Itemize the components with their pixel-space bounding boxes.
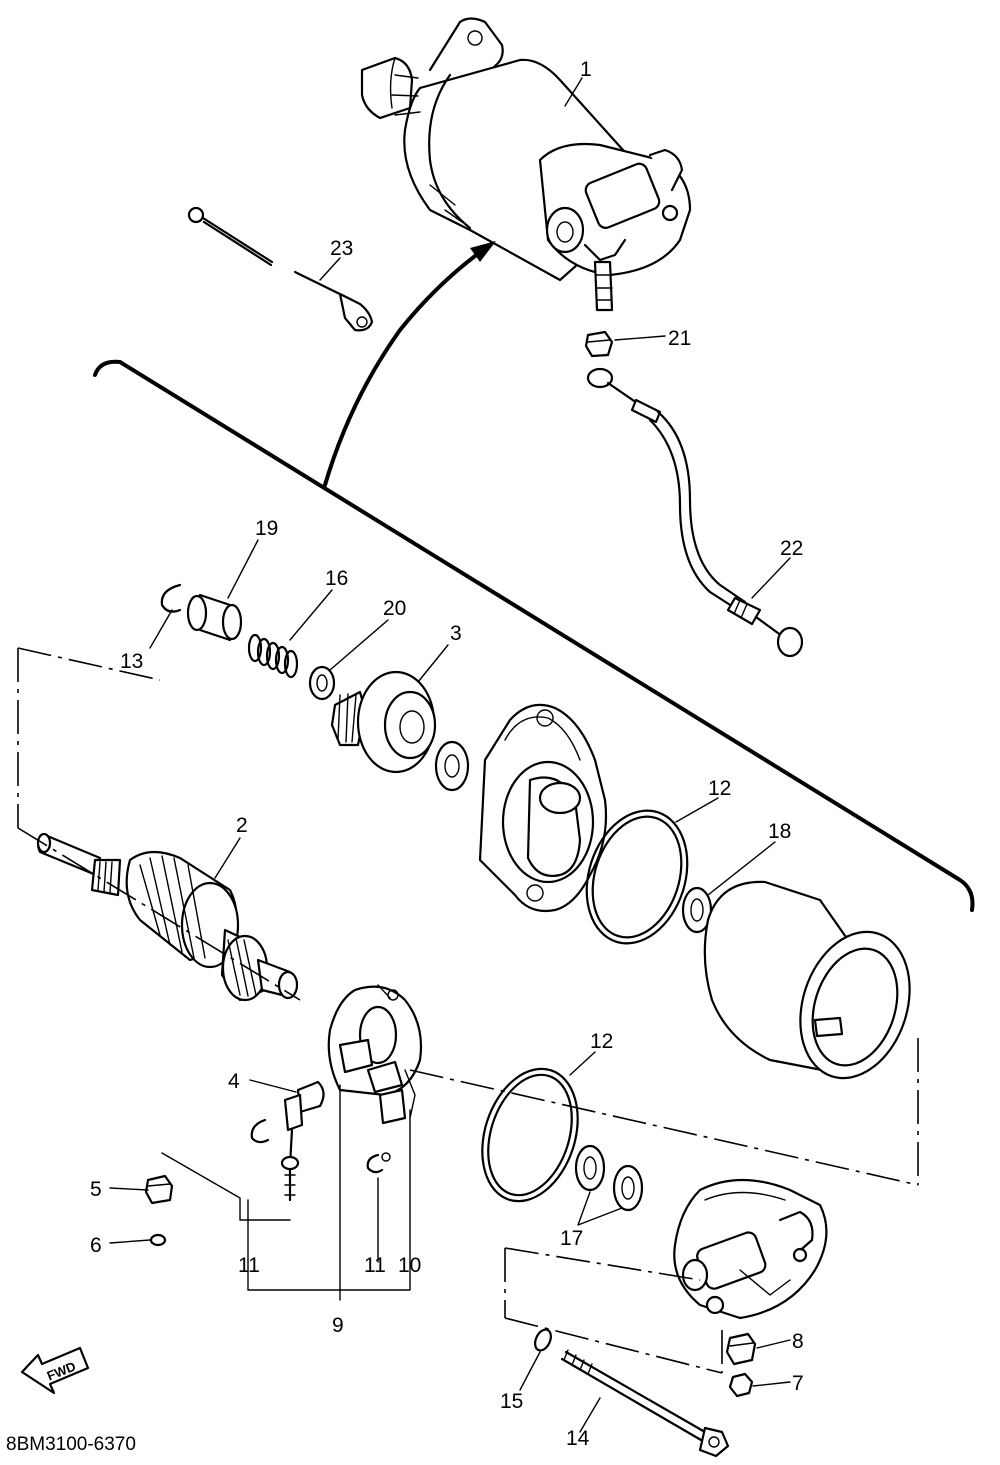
washer-part-20 (308, 665, 336, 701)
callout-21: 21 (668, 327, 691, 350)
callout-12-upper: 12 (708, 777, 731, 800)
nut-part-8 (725, 1332, 757, 1366)
o-ring-part-15 (534, 1328, 552, 1352)
callout-3: 3 (450, 622, 462, 645)
callout-9: 9 (332, 1314, 344, 1337)
callout-22: 22 (780, 537, 803, 560)
callout-13: 13 (120, 650, 143, 673)
collar-part-19 (186, 593, 243, 642)
callout-23: 23 (330, 237, 353, 260)
callout-5: 5 (90, 1178, 102, 1201)
callout-14: 14 (566, 1427, 590, 1450)
callout-12-lower: 12 (590, 1030, 613, 1053)
diagram-code: 8BM3100-6370 (6, 1434, 136, 1455)
callout-11-left: 11 (238, 1254, 260, 1277)
o-ring-part-12-lower (481, 1067, 579, 1203)
brush-holder-plate-part-9 (327, 984, 423, 1125)
callout-2: 2 (236, 814, 248, 837)
nut-part-21 (584, 330, 614, 358)
clip-part-11-right (366, 1152, 391, 1174)
washer-after-pinion (434, 740, 470, 792)
front-cover (478, 703, 608, 913)
assembly-bracket (93, 241, 975, 912)
yoke-housing (703, 880, 911, 1080)
circlip-part-13 (160, 583, 182, 613)
washer-part-6 (149, 1233, 167, 1247)
callout-8: 8 (792, 1330, 804, 1353)
o-ring-part-12-upper (585, 809, 689, 945)
pinion-gear-part-3 (330, 670, 437, 774)
callout-6: 6 (90, 1234, 102, 1257)
lead-wire-part-23 (187, 206, 374, 332)
callout-17: 17 (560, 1227, 583, 1250)
callout-20: 20 (383, 597, 406, 620)
callout-7: 7 (792, 1372, 804, 1395)
callout-labels: 1 23 21 22 19 16 20 3 13 12 18 2 4 5 6 1… (90, 58, 804, 1450)
callout-18: 18 (768, 820, 791, 843)
alignment-lines (17, 647, 919, 1374)
through-bolt-part-14 (560, 1349, 730, 1458)
callout-4: 4 (228, 1070, 240, 1093)
nut-part-5 (144, 1174, 174, 1205)
starter-motor-assembly (360, 17, 692, 312)
callout-15: 15 (500, 1390, 523, 1413)
callout-1: 1 (580, 58, 592, 81)
starter-cable-part-22 (586, 367, 804, 658)
clip-part-11-left (250, 1118, 270, 1144)
nut-part-7 (728, 1372, 754, 1398)
rear-cover (673, 1178, 828, 1320)
callout-16: 16 (325, 567, 348, 590)
callout-10: 10 (398, 1254, 421, 1277)
spring-part-16 (247, 633, 299, 679)
callout-11-right: 11 (364, 1254, 386, 1277)
washers-part-17 (574, 1144, 644, 1212)
leader-lines (109, 77, 791, 1433)
armature-part-2 (36, 832, 299, 1002)
brush-lead-part-4 (280, 1080, 325, 1202)
fwd-arrow-icon: FWD (20, 1346, 90, 1395)
callout-19: 19 (255, 517, 278, 540)
